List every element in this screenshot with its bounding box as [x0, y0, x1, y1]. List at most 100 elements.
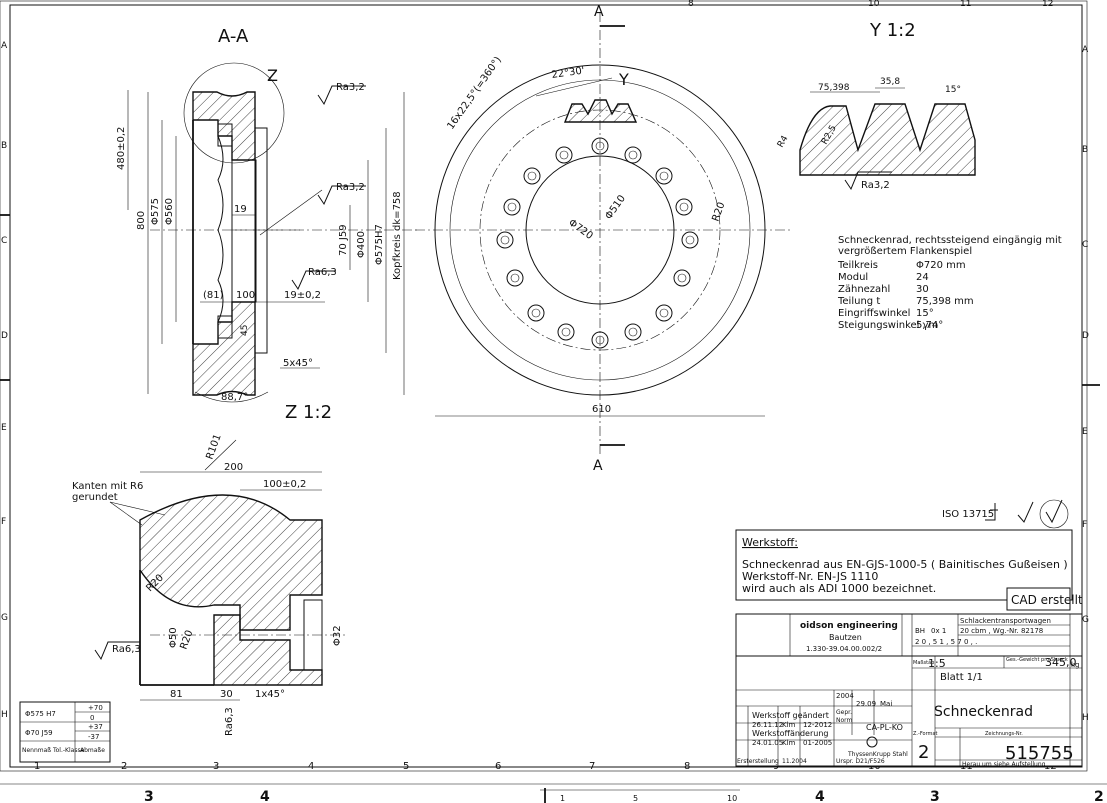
detail-z-view: Z 1:2 Kanten mit R6 gerundet R101 200 10…: [72, 402, 345, 736]
svg-text:16x22,5°(=360°): 16x22,5°(=360°): [445, 55, 503, 132]
svg-text:ThyssenKrupp Stahl: ThyssenKrupp Stahl: [847, 751, 908, 758]
cut-label-bottom: A: [593, 458, 603, 474]
svg-text:Ges.-Gewicht pro Stueck: Ges.-Gewicht pro Stueck: [1006, 657, 1068, 663]
col-label: 12: [1042, 0, 1053, 9]
svg-text:3: 3: [930, 789, 940, 803]
svg-text:4: 4: [260, 789, 270, 803]
material-title: Werkstoff:: [742, 536, 798, 549]
section-aa-view: A-A Z 480±0,2 800 Φ575 Φ560 70 J59 Φ400 …: [116, 26, 420, 403]
svg-text:2004: 2004: [836, 692, 854, 700]
svg-text:Φ575 H7: Φ575 H7: [25, 710, 56, 718]
detail-z-title: Z 1:2: [285, 402, 332, 423]
svg-text:Herau um siehe Aufstellung: Herau um siehe Aufstellung: [962, 761, 1046, 768]
svg-text:88,7°: 88,7°: [221, 392, 248, 403]
svg-text:H: H: [1082, 713, 1089, 723]
svg-text:Werkstoff-Nr. EN-JS 1110: Werkstoff-Nr. EN-JS 1110: [742, 570, 878, 583]
section-aa-title: A-A: [218, 26, 249, 47]
svg-text:2: 2: [121, 761, 127, 772]
svg-text:15°: 15°: [945, 85, 961, 95]
svg-text:Klm: Klm: [782, 721, 796, 729]
bottom-ruler: 3 4 1 5 10 4 3 2: [0, 783, 1107, 803]
svg-text:8: 8: [684, 761, 690, 772]
svg-text:Zeichnungs-Nr.: Zeichnungs-Nr.: [985, 731, 1023, 737]
svg-text:Ersterstellung: Ersterstellung: [737, 758, 779, 765]
front-view: A A Y 22°30': [415, 4, 790, 474]
svg-text:75,398 mm: 75,398 mm: [916, 296, 974, 307]
svg-text:Φ720 mm: Φ720 mm: [916, 260, 966, 271]
svg-text:Mai: Mai: [880, 700, 892, 708]
svg-text:Kanten mit R6: Kanten mit R6: [72, 481, 143, 492]
svg-text:Ra3,2: Ra3,2: [861, 180, 890, 191]
svg-text:Kopfkreis dk=758: Kopfkreis dk=758: [392, 191, 403, 280]
svg-text:Schlackentransportwagen: Schlackentransportwagen: [960, 617, 1051, 625]
svg-text:gerundet: gerundet: [72, 492, 118, 503]
svg-text:100: 100: [236, 290, 255, 301]
svg-text:1: 1: [560, 794, 565, 803]
svg-text:Teilkreis: Teilkreis: [837, 260, 878, 271]
svg-text:(81): (81): [203, 290, 224, 301]
svg-text:Norm: Norm: [836, 717, 853, 724]
svg-text:20 cbm , Wg.-Nr. 82178: 20 cbm , Wg.-Nr. 82178: [960, 627, 1043, 635]
column-labels-top: 8 10 11 12: [688, 0, 1053, 9]
svg-text:75,398: 75,398: [818, 83, 850, 93]
svg-text:kg: kg: [1071, 661, 1080, 669]
svg-text:480±0,2: 480±0,2: [116, 127, 127, 170]
svg-text:Nennmaß Tol.-Klasse: Nennmaß Tol.-Klasse: [22, 747, 85, 754]
svg-text:Φ560: Φ560: [164, 198, 175, 225]
svg-text:2: 2: [1094, 789, 1104, 803]
svg-text:E: E: [1, 423, 7, 433]
svg-text:2 0 , 5 1 , 5 7 0 ,: 2 0 , 5 1 , 5 7 0 , .: [915, 638, 977, 646]
svg-text:1: 1: [34, 761, 40, 772]
svg-text:G: G: [1082, 615, 1089, 625]
svg-text:5x45°: 5x45°: [283, 358, 313, 369]
drawing-number: 515755: [1005, 743, 1074, 764]
svg-text:+37: +37: [88, 723, 103, 731]
svg-text:Klm: Klm: [782, 739, 796, 747]
svg-text:Ra3,2: Ra3,2: [336, 182, 365, 193]
svg-text:D: D: [1, 331, 8, 341]
svg-text:12-2012: 12-2012: [803, 721, 832, 729]
svg-text:Ra6,3: Ra6,3: [308, 267, 337, 278]
svg-text:F: F: [1, 517, 6, 527]
svg-text:Φ400: Φ400: [356, 231, 367, 258]
svg-text:19±0,2: 19±0,2: [284, 290, 321, 301]
svg-text:1:5: 1:5: [928, 657, 946, 670]
svg-text:30: 30: [916, 284, 929, 295]
col-label: 10: [868, 0, 880, 9]
bolt-holes: [496, 137, 699, 349]
gear-spec: Schneckenrad, rechtssteigend eingängig m…: [837, 235, 1062, 331]
svg-text:vergrößertem Flankenspiel: vergrößertem Flankenspiel: [838, 246, 972, 257]
svg-text:4: 4: [308, 761, 314, 772]
svg-text:Urspr. D21/F526: Urspr. D21/F526: [836, 758, 885, 765]
svg-text:C: C: [1, 236, 7, 246]
svg-text:4: 4: [815, 789, 825, 803]
svg-text:Blatt 1/1: Blatt 1/1: [940, 672, 983, 683]
svg-text:3: 3: [144, 789, 154, 803]
svg-text:30: 30: [220, 689, 233, 700]
svg-text:345,0: 345,0: [1045, 656, 1077, 669]
svg-text:Φ720: Φ720: [566, 217, 594, 241]
cut-label-top: A: [594, 4, 604, 20]
svg-text:29.09: 29.09: [856, 700, 876, 708]
sheet-frame: [9, 4, 1083, 768]
svg-text:1x45°: 1x45°: [255, 689, 285, 700]
svg-text:+70: +70: [88, 704, 103, 712]
svg-text:oidson engineering: oidson engineering: [800, 621, 898, 631]
svg-text:1.330-39.04.00.002/2: 1.330-39.04.00.002/2: [806, 645, 882, 653]
svg-text:24: 24: [916, 272, 929, 283]
svg-text:Ra6,3: Ra6,3: [112, 644, 141, 655]
svg-text:Werkstoff geändert: Werkstoff geändert: [752, 711, 829, 720]
svg-text:45: 45: [240, 325, 250, 336]
svg-text:B: B: [1, 141, 7, 151]
svg-text:ISO 13715: ISO 13715: [942, 509, 994, 520]
svg-text:C: C: [1082, 240, 1088, 250]
svg-text:Teilung t: Teilung t: [837, 296, 880, 307]
svg-text:2: 2: [918, 742, 929, 763]
col-label: 8: [688, 0, 694, 9]
svg-text:Φ70 J59: Φ70 J59: [25, 729, 53, 737]
svg-text:R4: R4: [776, 134, 791, 150]
svg-text:BH: BH: [915, 627, 925, 635]
tolerance-table: Φ575 H7 +70 0 Φ70 J59 +37 -37 Nennmaß To…: [19, 701, 111, 763]
svg-text:Φ575H7: Φ575H7: [374, 224, 385, 265]
svg-text:B: B: [1082, 145, 1088, 155]
